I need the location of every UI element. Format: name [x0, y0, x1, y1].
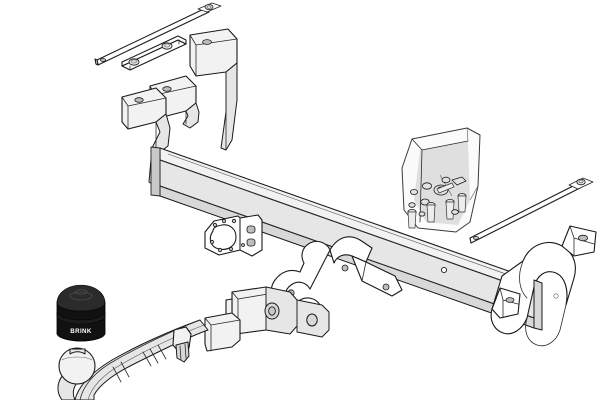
part-beam-right-endcap: [533, 279, 543, 331]
brink-logo-text: BRINK: [70, 328, 92, 335]
bolt: [436, 176, 467, 194]
bolt: [407, 208, 417, 229]
part-flange-plate: [204, 214, 263, 257]
part-hardware-bag: [401, 127, 481, 233]
part-electrical-socket: [225, 286, 330, 338]
part-swan-neck-ball: [57, 312, 241, 400]
part-bracket-left-upper: [189, 28, 238, 151]
bolt: [445, 198, 455, 220]
part-short-strap-two-bolts: [121, 35, 187, 71]
part-long-flat-strap-right: [469, 177, 594, 244]
part-long-flat-strap-top: [94, 2, 222, 66]
part-bracket-right: [490, 225, 597, 347]
part-ball-cover-cap: BRINK: [56, 284, 106, 342]
bolt: [426, 201, 436, 223]
bolt: [457, 193, 467, 213]
